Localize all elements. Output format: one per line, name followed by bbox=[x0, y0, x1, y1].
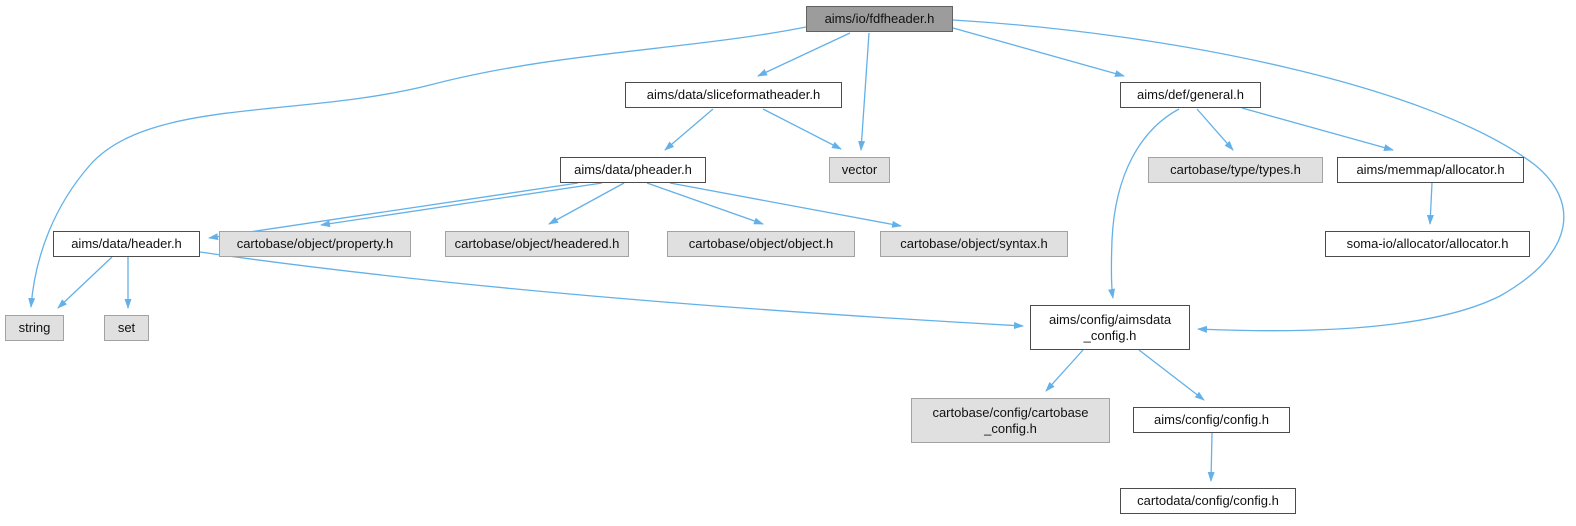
node-cartobase-object-syntax-h: cartobase/object/syntax.h bbox=[880, 231, 1068, 257]
edge-pheader-property bbox=[320, 182, 603, 228]
node-string: string bbox=[5, 315, 64, 341]
edge-general-memmap-allocator bbox=[1241, 107, 1394, 151]
edge-sliceformatheader-vector bbox=[762, 108, 842, 150]
edge-general-aimsdata-config bbox=[1108, 108, 1180, 299]
edge-pheader-object bbox=[646, 182, 764, 225]
node-cartobase-object-property-h: cartobase/object/property.h bbox=[219, 231, 411, 257]
edge-pheader-header bbox=[208, 182, 579, 241]
node-cartobase-type-types-h: cartobase/type/types.h bbox=[1148, 157, 1323, 183]
node-cartobase-object-headered-h: cartobase/object/headered.h bbox=[445, 231, 629, 257]
node-aims-io-fdfheader-h: aims/io/fdfheader.h bbox=[806, 6, 953, 32]
edge-fdfheader-sliceformatheader bbox=[757, 32, 851, 77]
node-aims-data-pheader-h[interactable]: aims/data/pheader.h bbox=[560, 157, 706, 183]
edge-aimsdata-aims-config bbox=[1138, 349, 1205, 401]
edge-aims-config-cartodata-config bbox=[1207, 432, 1215, 482]
edge-header-string bbox=[57, 256, 113, 309]
node-cartodata-config-config-h[interactable]: cartodata/config/config.h bbox=[1120, 488, 1296, 514]
edge-header-aimsdata-config bbox=[199, 251, 1024, 329]
node-aims-data-sliceformatheader-h[interactable]: aims/data/sliceformatheader.h bbox=[625, 82, 842, 108]
edge-general-types bbox=[1196, 108, 1234, 151]
node-cartobase-config-cartobase-config-h: cartobase/config/cartobase _config.h bbox=[911, 398, 1110, 443]
edge-memmap-somaio-allocator bbox=[1426, 182, 1434, 225]
node-aims-config-aimsdata-config-h[interactable]: aims/config/aimsdata _config.h bbox=[1030, 305, 1190, 350]
node-vector: vector bbox=[829, 157, 890, 183]
node-cartobase-object-object-h: cartobase/object/object.h bbox=[667, 231, 855, 257]
node-aims-def-general-h[interactable]: aims/def/general.h bbox=[1120, 82, 1261, 108]
edge-pheader-syntax bbox=[669, 182, 902, 228]
edge-aimsdata-cartobase-config bbox=[1045, 349, 1084, 392]
node-aims-data-header-h[interactable]: aims/data/header.h bbox=[53, 231, 200, 257]
node-set: set bbox=[104, 315, 149, 341]
edge-fdfheader-general bbox=[952, 27, 1125, 77]
edge-pheader-headered bbox=[548, 182, 625, 225]
edge-sliceformatheader-pheader bbox=[664, 108, 714, 151]
node-soma-io-allocator-allocator-h[interactable]: soma-io/allocator/allocator.h bbox=[1325, 231, 1530, 257]
node-aims-memmap-allocator-h[interactable]: aims/memmap/allocator.h bbox=[1337, 157, 1524, 183]
edge-fdfheader-vector bbox=[858, 32, 870, 151]
node-aims-config-config-h[interactable]: aims/config/config.h bbox=[1133, 407, 1290, 433]
